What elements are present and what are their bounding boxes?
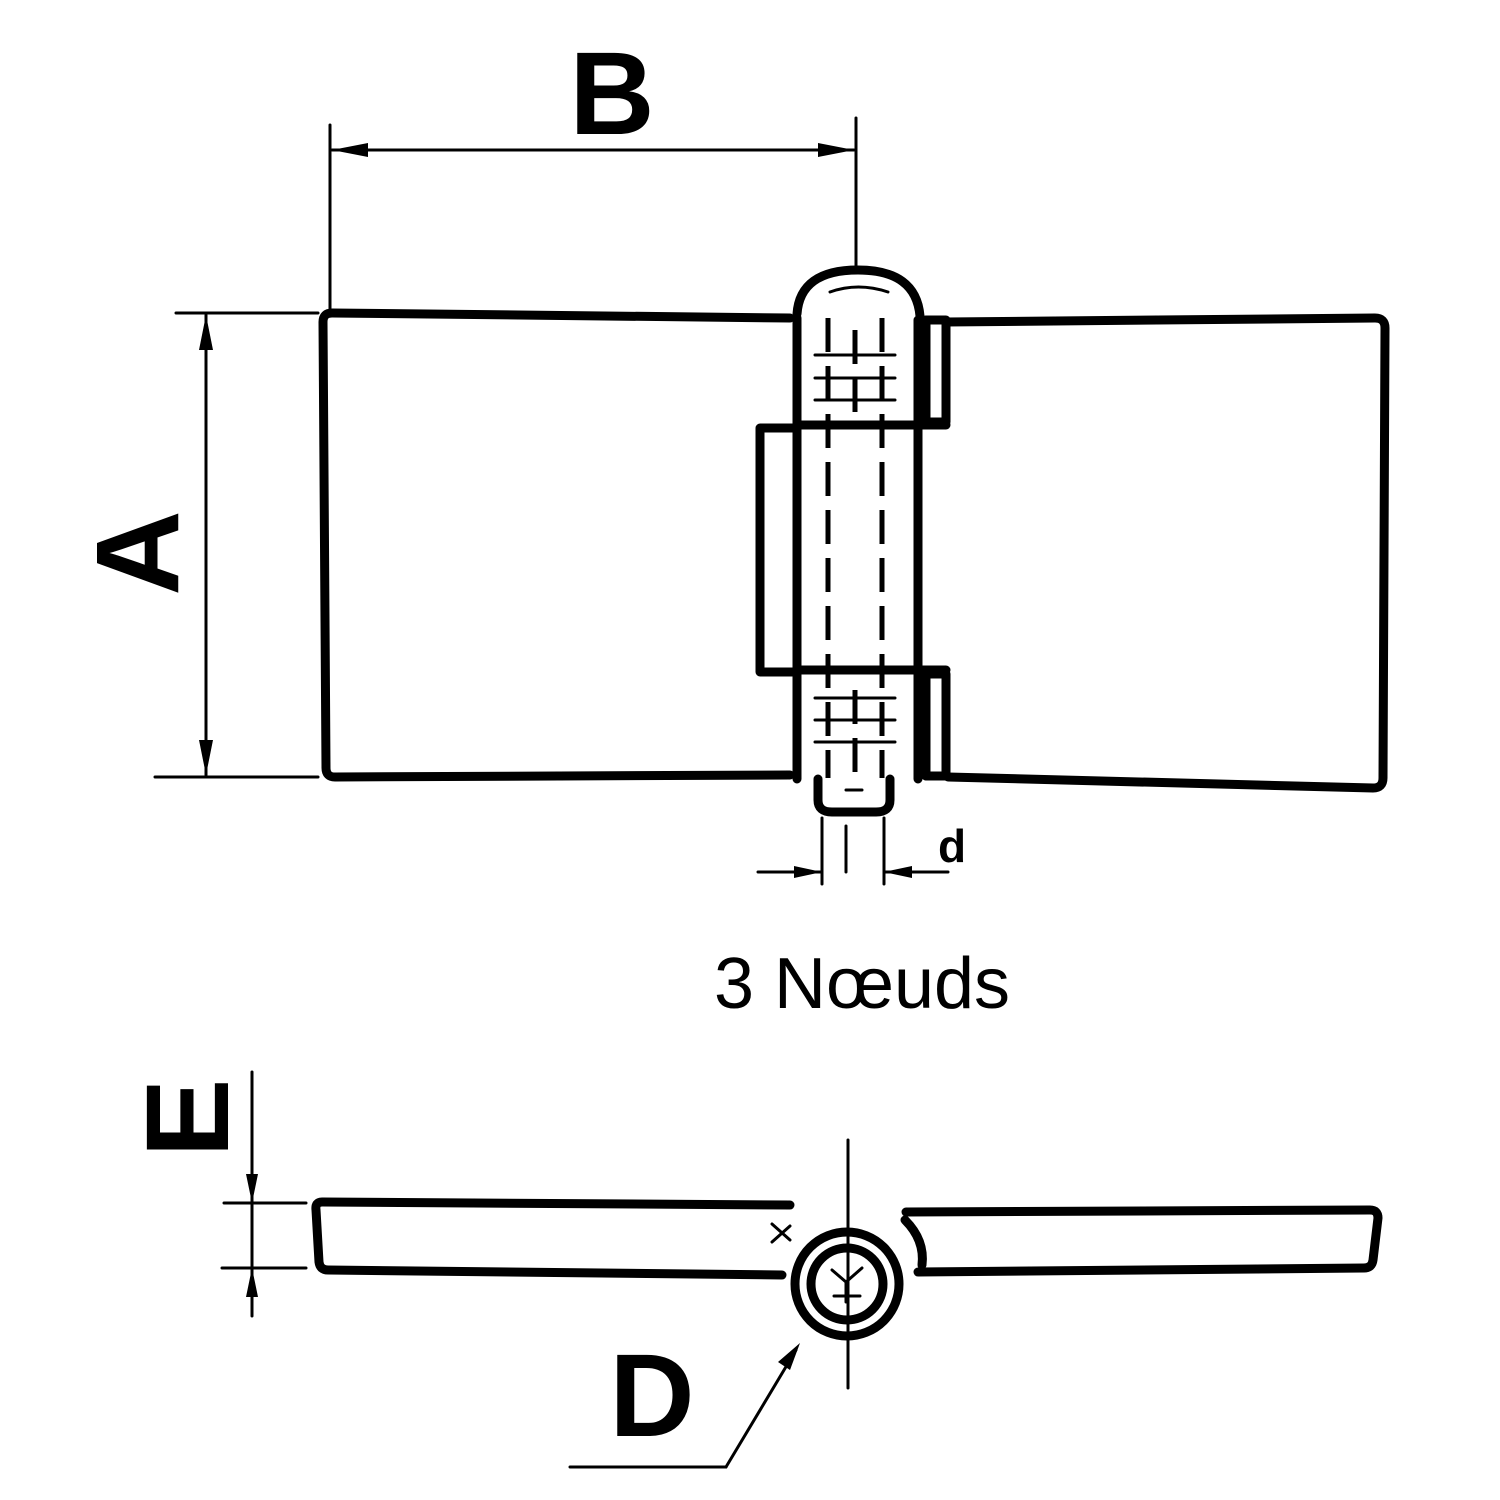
dimension-d-arrow-left bbox=[794, 866, 822, 878]
dimension-e-arrow-top bbox=[246, 1174, 258, 1203]
pin-head bbox=[792, 265, 925, 321]
dimension-a-arrow-bottom bbox=[199, 740, 213, 775]
dimension-d-large-arrow bbox=[778, 1343, 800, 1370]
hinge-side-view bbox=[311, 1138, 1383, 1390]
pin-tail bbox=[813, 774, 895, 817]
thread-marks-top bbox=[813, 353, 897, 402]
dimension-d-large-label: D bbox=[609, 1330, 694, 1462]
thread-marks-bottom bbox=[813, 696, 897, 744]
dimension-d-large: D bbox=[568, 1330, 800, 1469]
dimension-b-arrow-right bbox=[818, 143, 854, 157]
pin-head-inner bbox=[828, 285, 890, 294]
middle-knuckle bbox=[755, 423, 802, 677]
dimension-b-label: B bbox=[569, 28, 654, 160]
bottom-knuckle bbox=[921, 669, 951, 781]
hinge-top-view bbox=[318, 265, 1390, 817]
dimension-d-arrow-right bbox=[884, 866, 912, 878]
dimension-d-small-label: d bbox=[938, 820, 966, 872]
dimension-b-arrow-left bbox=[332, 143, 368, 157]
dimension-a-label: A bbox=[72, 510, 204, 595]
side-right-leaf bbox=[901, 1205, 1383, 1277]
dimension-e-arrow-bottom bbox=[246, 1268, 258, 1297]
knuckle-count-caption: 3 Nœuds bbox=[714, 944, 1010, 1024]
side-knuckle-curve-right bbox=[900, 1215, 927, 1270]
right-leaf-outline bbox=[941, 313, 1390, 793]
dimension-b: B bbox=[328, 28, 858, 312]
dimension-e: E bbox=[122, 1070, 308, 1318]
side-knuckle-tick-left bbox=[770, 1222, 792, 1244]
dimension-d-small: d bbox=[756, 816, 966, 886]
dimension-d-large-leader bbox=[724, 1348, 798, 1469]
side-left-leaf bbox=[311, 1197, 795, 1280]
dimension-a: A bbox=[72, 311, 320, 779]
left-leaf-outline bbox=[318, 308, 795, 782]
dimension-a-arrow-top bbox=[199, 315, 213, 350]
dimension-e-label: E bbox=[122, 1079, 254, 1158]
